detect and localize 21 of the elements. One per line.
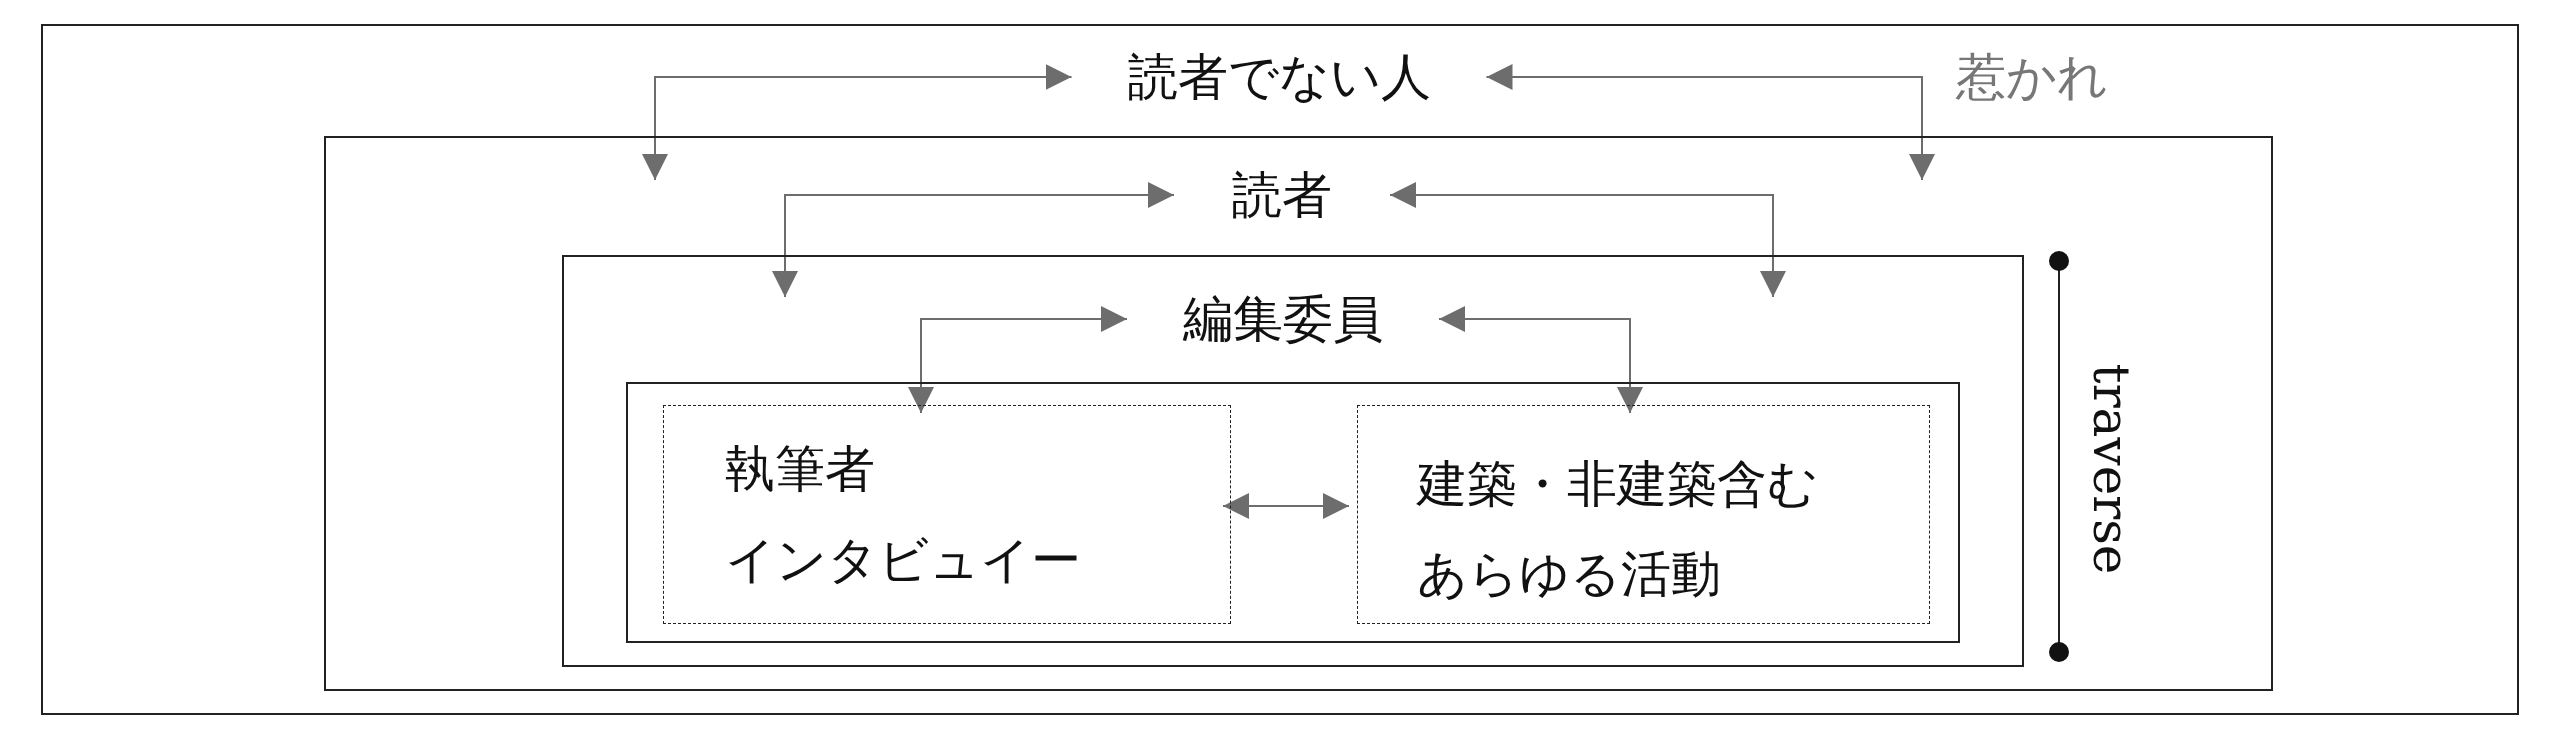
dashed-box <box>1357 405 1930 624</box>
note-label: 惹かれ <box>1956 52 2108 102</box>
side-label: traverse <box>2085 363 2136 575</box>
role-label: 読者 <box>1232 170 1332 220</box>
double-arrow <box>1485 64 1935 181</box>
nested-box <box>562 255 2024 667</box>
double-arrow <box>1438 306 1643 414</box>
dashed-box <box>663 405 1231 624</box>
double-arrow <box>642 64 1073 181</box>
double-arrow <box>772 182 1175 298</box>
role-label: インタビュイー <box>725 535 1081 585</box>
nested-box <box>324 136 2273 691</box>
double-arrow <box>1389 182 1786 298</box>
role-label: 編集委員 <box>1183 294 1383 344</box>
double-arrow <box>1222 493 1350 519</box>
role-label: 建築・非建築含むあらゆる活動 <box>1417 454 1819 605</box>
nested-box <box>41 24 2519 715</box>
role-label: 読者でない人 <box>1127 52 1431 102</box>
nested-box <box>626 382 1960 643</box>
double-arrow <box>908 306 1128 414</box>
role-label: 執筆者 <box>725 444 875 494</box>
